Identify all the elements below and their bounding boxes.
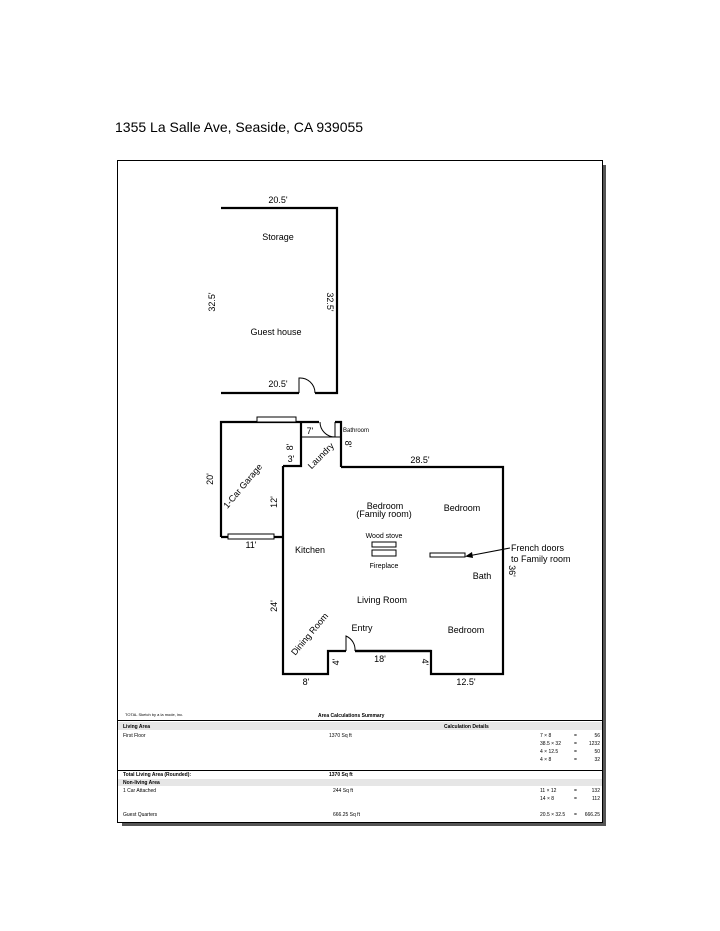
main-house-top-dim: 28.5': [410, 455, 430, 465]
area-summary-title: Area Calculations Summary: [318, 713, 385, 719]
living-room-label: Living Room: [357, 595, 407, 605]
entry-label: Entry: [351, 623, 373, 633]
bathroom-right-dim: 8': [343, 441, 353, 448]
calc-expr: 20.5 × 32.5: [540, 812, 566, 818]
garage-door: [227, 533, 275, 540]
calc-value: 50: [594, 749, 600, 755]
guest-house-door: [298, 377, 316, 394]
sheet-shadow: [603, 165, 606, 826]
bedroom-ne-label: Bedroom: [444, 503, 481, 513]
french-doors-line1: French doors: [511, 543, 565, 553]
car-attached-area: 244 Sq ft: [333, 788, 354, 794]
sketch-credit: TOTAL Sketch by a la mode, inc.: [125, 712, 184, 717]
entry-right-jog-dim: 4': [420, 659, 430, 666]
dining-bottom-dim: 8': [303, 677, 310, 687]
guest-house-label: Guest house: [250, 327, 301, 337]
bedroom-se-label: Bedroom: [448, 625, 485, 635]
calc-row: 14 × 8 = 112: [540, 796, 600, 802]
floor-plan-sheet: [117, 160, 603, 823]
bedroom-family-label: Bedroom: [367, 501, 404, 511]
property-address: 1355 La Salle Ave, Seaside, CA 939055: [115, 119, 364, 135]
calc-expr: 4 × 8: [540, 757, 552, 763]
footer-divider-total: [118, 770, 602, 771]
bathroom-label: Bathroom: [343, 428, 369, 434]
bathroom-width-dim: 7': [307, 426, 314, 436]
non-living-header: Non-living Area: [123, 780, 160, 786]
french-doors-arrow: [467, 547, 511, 557]
living-area-header: Living Area: [123, 724, 151, 730]
garage-top-window: [256, 416, 297, 423]
main-house-right-dim: 36': [507, 565, 517, 577]
kitchen-label: Kitchen: [295, 545, 325, 555]
guest-house-top-dim: 20.5': [268, 195, 288, 205]
laundry-left-dim: 8': [285, 443, 295, 450]
car-attached-label: 1 Car Attached: [123, 788, 157, 794]
footer-divider-top: [118, 720, 602, 721]
calc-expr: 11 × 12: [540, 788, 557, 794]
calc-eq: =: [574, 757, 577, 763]
entry-door: [345, 635, 356, 652]
family-room-label: (Family room): [356, 509, 412, 519]
calc-eq: =: [574, 749, 577, 755]
calc-row: 38.5 × 32 = 1232: [540, 741, 600, 747]
calc-expr: 4 × 12.5: [540, 749, 559, 755]
calc-value: 112: [592, 796, 600, 802]
calc-expr: 38.5 × 32: [540, 741, 561, 747]
calc-row: 7 × 8 = 56: [540, 733, 600, 739]
calc-value: 1232: [588, 741, 600, 747]
french-doors-line2: to Family room: [511, 554, 571, 564]
garage-right-dim: 12': [269, 496, 279, 508]
first-floor-area: 1370 Sq ft: [329, 733, 352, 739]
storage-label: Storage: [262, 232, 294, 242]
calc-eq: =: [574, 733, 577, 739]
calc-eq: =: [574, 788, 577, 794]
arrowhead-icon: [465, 552, 473, 558]
calc-row: 4 × 12.5 = 50: [540, 749, 600, 755]
bathroom-door: [319, 421, 336, 438]
guest-house-bottom-dim: 20.5': [268, 379, 288, 389]
french-doors-symbol: [429, 552, 466, 558]
laundry-jog-dim: 3': [288, 454, 295, 464]
main-house-walls: [281, 465, 505, 676]
dining-room-label: Dining Room: [289, 611, 330, 657]
total-living-value: 1370 Sq ft: [329, 772, 353, 778]
bedroom-bottom-dim: 12.5': [456, 677, 476, 687]
wood-stove-label: Wood stove: [366, 533, 403, 540]
entry-width-dim: 18': [374, 654, 386, 664]
calc-row: 4 × 8 = 32: [540, 757, 600, 763]
sheet-shadow-bottom: [122, 823, 606, 826]
calc-eq: =: [574, 812, 577, 818]
calc-value: 56: [594, 733, 600, 739]
calc-expr: 14 × 8: [540, 796, 555, 802]
first-floor-label: First Floor: [123, 733, 146, 739]
fireplace-label: Fireplace: [370, 563, 399, 570]
calc-value: 132: [591, 788, 600, 794]
total-living-label: Total Living Area (Rounded):: [123, 772, 192, 778]
calc-row: 20.5 × 32.5 = 666.25: [540, 812, 600, 818]
calc-eq: =: [574, 796, 577, 802]
garage-walls: [219, 420, 303, 539]
garage-label: 1-Car Garage: [221, 462, 264, 511]
garage-left-dim: 20': [205, 473, 215, 485]
calc-row: 11 × 12 = 132: [540, 788, 600, 794]
non-living-header-band: [118, 779, 602, 786]
main-house-left-dim: 24': [269, 600, 279, 612]
calc-value: 32: [594, 757, 600, 763]
calc-eq: =: [574, 741, 577, 747]
guest-house-right-dim: 32.5': [325, 292, 335, 312]
laundry-label: Laundry: [306, 440, 336, 470]
living-area-header-band: [118, 722, 602, 730]
entry-left-jog-dim: 4': [331, 658, 341, 665]
garage-bottom-dim: 11': [245, 540, 256, 550]
guest-quarters-area: 666.25 Sq ft: [333, 812, 360, 818]
calc-value: 666.25: [584, 812, 600, 818]
guest-house-building: [221, 206, 339, 395]
guest-house-left-dim: 32.5': [207, 292, 217, 312]
bath-label: Bath: [473, 571, 492, 581]
guest-quarters-label: Guest Quarters: [123, 812, 158, 818]
fireplace-icon: [371, 541, 397, 557]
calc-expr: 7 × 8: [540, 733, 552, 739]
calc-details-header: Calculation Details: [444, 724, 489, 730]
